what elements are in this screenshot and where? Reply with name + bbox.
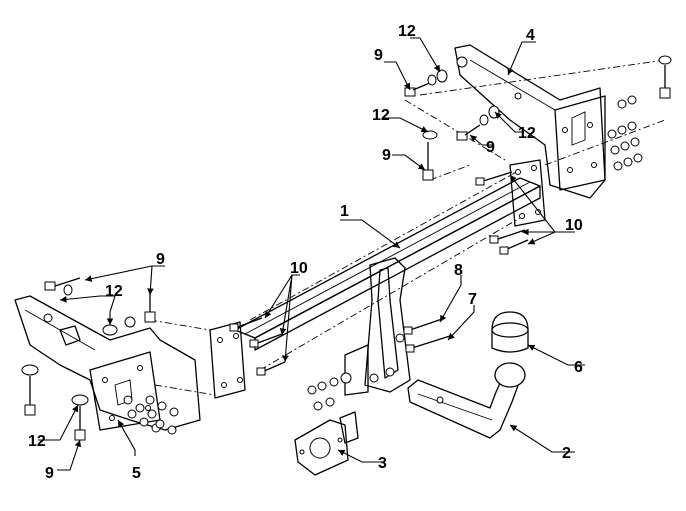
callout-12-right: 12 — [518, 125, 536, 142]
callout-3: 3 — [378, 455, 387, 472]
fasteners-group — [21, 55, 672, 441]
callout-9-mid: 9 — [382, 147, 391, 164]
assembly-centerlines — [149, 59, 666, 396]
callout-9-right: 9 — [486, 139, 495, 156]
socket-plate-part — [294, 411, 359, 476]
callout-6: 6 — [574, 359, 583, 376]
callout-12-left: 12 — [105, 283, 123, 300]
callout-12-bottom: 12 — [28, 433, 46, 450]
ball-cap-part — [491, 311, 529, 353]
callout-12-mid: 12 — [372, 107, 390, 124]
callout-2: 2 — [562, 445, 571, 462]
main-crossbar-part — [209, 159, 546, 399]
tow-ball-neck-part — [407, 362, 526, 439]
callout-4: 4 — [526, 27, 535, 44]
callout-9-top: 9 — [374, 47, 383, 64]
callout-10-right: 10 — [565, 217, 583, 234]
callout-5: 5 — [132, 465, 141, 482]
callout-9-bottom: 9 — [45, 465, 54, 482]
callout-1: 1 — [340, 203, 349, 220]
left-side-bracket-part — [14, 295, 201, 431]
right-side-bracket-part — [454, 44, 606, 199]
callout-12-top: 12 — [398, 23, 416, 40]
callout-labels: 1 2 3 4 5 6 7 8 9 9 9 9 9 10 10 12 12 12… — [28, 23, 583, 482]
leader-lines — [38, 37, 585, 471]
callout-10-left: 10 — [290, 260, 308, 277]
callout-9-left: 9 — [156, 251, 165, 268]
callout-8: 8 — [454, 262, 463, 279]
callout-7: 7 — [468, 291, 477, 308]
